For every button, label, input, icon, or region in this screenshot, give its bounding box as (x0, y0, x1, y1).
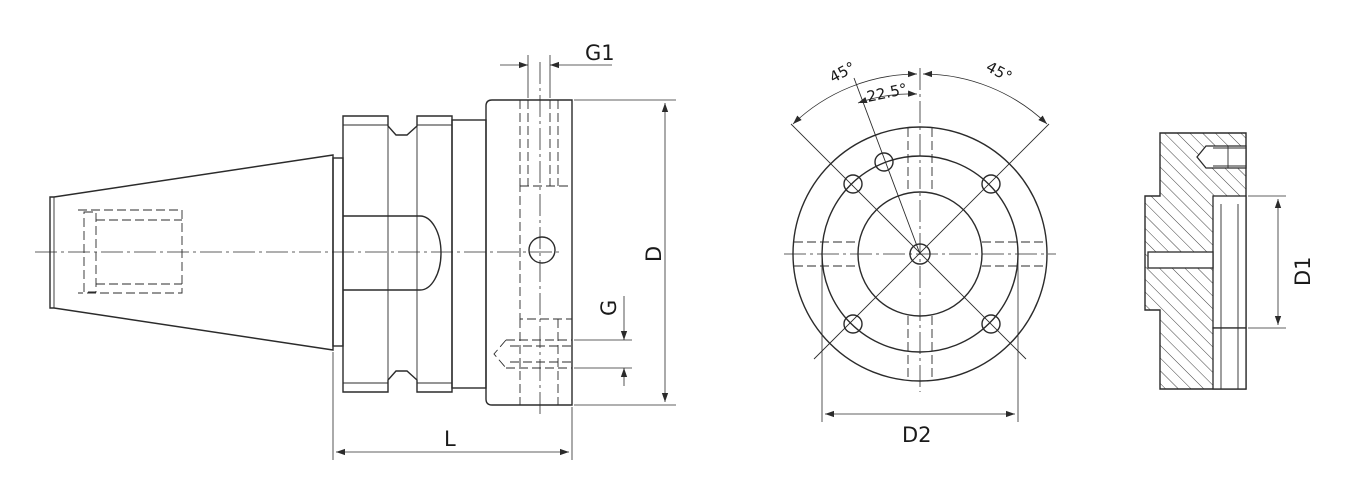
label-d1: D1 (1291, 256, 1315, 286)
label-g: G (597, 300, 621, 316)
section-view: D1 (1144, 132, 1315, 390)
front-view: 45° 45° 22.5° D2 (784, 58, 1056, 447)
label-g1: G1 (585, 41, 615, 65)
bolt-hole (843, 314, 863, 334)
bolt-hole (981, 314, 1001, 334)
bolt-hole (981, 174, 1001, 194)
label-angle-half: 22.5° (865, 80, 909, 106)
v-flange (342, 115, 453, 393)
taper-shank (49, 154, 334, 351)
label-d: D (642, 246, 666, 262)
body-flange (485, 99, 573, 406)
label-d2: D2 (902, 423, 932, 447)
bolt-hole (843, 174, 863, 194)
side-view: G1 D G L (35, 41, 676, 460)
label-angle-right: 45° (983, 58, 1015, 86)
label-angle-left: 45° (826, 58, 858, 86)
label-l: L (444, 427, 456, 451)
bolt-hole (874, 152, 894, 172)
